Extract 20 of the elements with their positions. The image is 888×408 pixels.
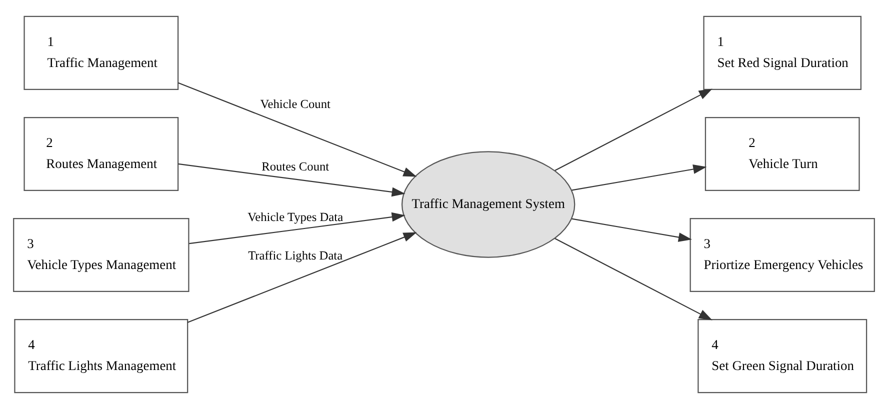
node-box: 4 Traffic Lights Management <box>14 318 188 393</box>
node-box: 1 Traffic Management <box>24 15 179 90</box>
edge-label: Routes Count <box>262 159 330 174</box>
edge-label: Traffic Lights Data <box>248 248 343 262</box>
node-box: 3 Priortize Emergency Vehicles <box>690 217 875 292</box>
arrow <box>188 232 417 322</box>
node-box: 4 Set Green Signal Duration <box>698 318 868 393</box>
arrow <box>554 238 712 320</box>
arrow <box>178 162 406 196</box>
node-box: 3 Vehicle Types Management <box>13 217 190 292</box>
node-box: 2 Routes Management <box>24 116 179 191</box>
edge-label: Vehicle Count <box>260 96 330 110</box>
arrow <box>572 218 692 242</box>
arrow <box>178 82 417 176</box>
edge-label: Vehicle Types Data <box>248 210 344 224</box>
arrow <box>554 88 712 170</box>
node-box: 1 Set Red Signal Duration <box>703 15 862 90</box>
node-box: 2 Vehicle Turn <box>704 116 860 191</box>
arrow <box>572 164 707 190</box>
arrow <box>189 212 406 244</box>
